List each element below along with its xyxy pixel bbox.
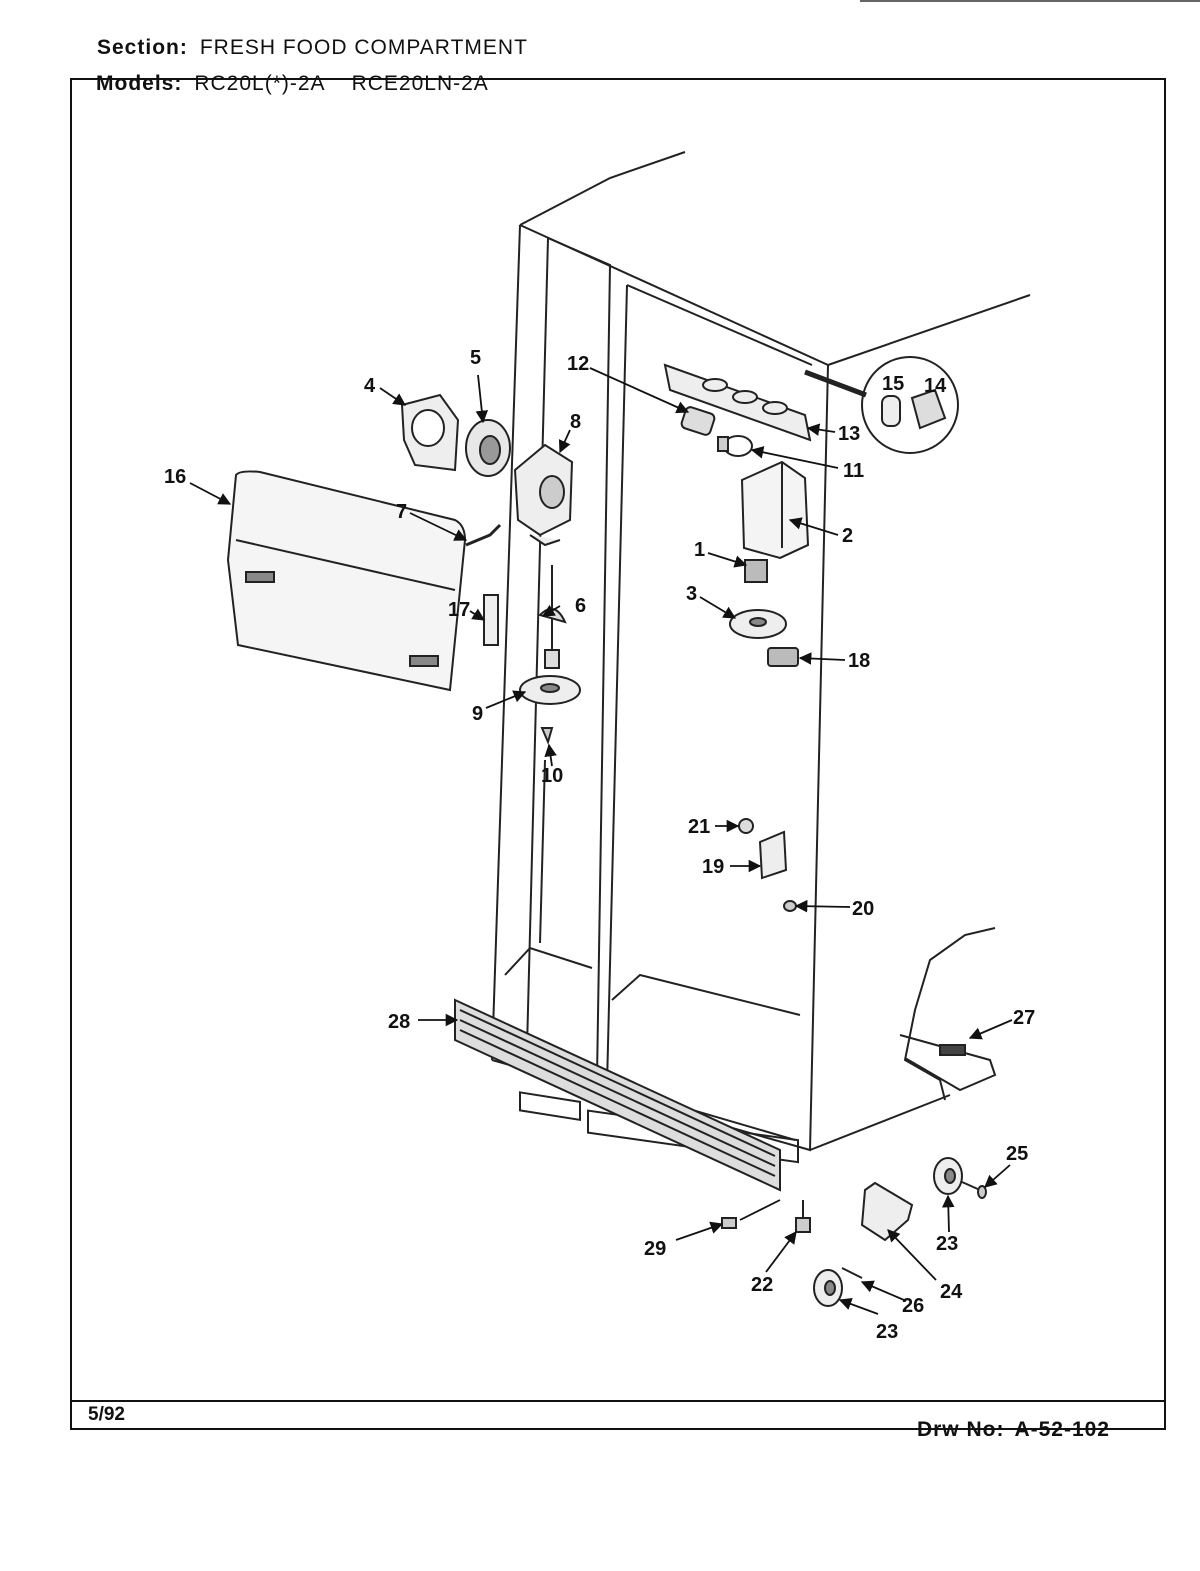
callout-9: 9	[472, 703, 483, 725]
cabinet-top-edge	[519, 151, 686, 226]
models-label: Models:	[96, 72, 183, 95]
cabinet-inner-left-liner	[526, 237, 612, 1079]
drawing-number-label: Drw No:	[916, 1418, 1005, 1441]
callout-4: 4	[364, 375, 376, 397]
callout-19: 19	[702, 856, 724, 878]
callout-1: 1	[694, 539, 705, 561]
part-26-axle	[841, 1267, 863, 1279]
part-19-door-stop	[758, 830, 788, 880]
callout-22: 22	[751, 1274, 773, 1296]
callout-5: 5	[470, 347, 481, 369]
callout-28: 28	[388, 1011, 410, 1033]
part-5-damper-control	[465, 419, 511, 477]
part-23-roller-upper	[933, 1157, 963, 1195]
part-1-switch	[744, 559, 768, 583]
part-27-slot	[939, 1044, 966, 1056]
callout-16: 16	[164, 466, 186, 488]
part-23-roller-lower	[813, 1269, 843, 1307]
part-25-axle	[961, 1181, 987, 1199]
callout-21: 21	[688, 816, 710, 838]
drawing-number: Drw No: A-52-102	[917, 1418, 1110, 1442]
models-heading: Models: RC20L(*)-2A RCE20LN-2A	[96, 72, 489, 96]
part-14-grommet	[910, 388, 947, 430]
callout-3: 3	[686, 583, 697, 605]
cabinet-left-edge	[491, 224, 521, 1061]
callout-18: 18	[848, 650, 870, 672]
part-10-screw	[540, 727, 554, 745]
callout-20: 20	[852, 898, 874, 920]
drawing-number-value: A-52-102	[1014, 1418, 1110, 1441]
drawing-date: 5/92	[88, 1404, 125, 1425]
part-16-control-panel	[226, 470, 467, 692]
model-2: RCE20LN-2A	[351, 72, 489, 95]
callout-6: 6	[575, 595, 586, 617]
callout-10: 10	[541, 765, 563, 787]
callout-26: 26	[902, 1295, 924, 1317]
part-9-knob	[519, 675, 581, 705]
part-18-thermostat	[767, 647, 799, 667]
cabinet-right-edge	[827, 294, 1031, 366]
callout-14: 14	[924, 375, 947, 397]
part-17-bracket	[483, 594, 499, 646]
callout-17: 17	[448, 599, 470, 621]
freezer-bottom-step	[504, 759, 593, 976]
part-21-grommet	[738, 818, 754, 834]
part-15-grommet	[881, 395, 901, 427]
part-22-leveler	[795, 1200, 811, 1233]
part-24-roller-bracket	[860, 1181, 914, 1242]
callout-29: 29	[644, 1238, 666, 1260]
callout-15: 15	[882, 373, 904, 395]
callout-8: 8	[570, 411, 581, 433]
callout-27: 27	[1013, 1007, 1035, 1029]
callout-23-upper: 23	[936, 1233, 958, 1255]
fresh-food-bottom-step	[611, 973, 801, 1016]
part-28-base-grille	[454, 998, 781, 1192]
part-3-control-knob	[729, 609, 787, 639]
part-7-rod	[465, 523, 502, 547]
callout-7: 7	[396, 501, 407, 523]
part-20-screw	[783, 900, 797, 912]
callout-13: 13	[838, 423, 860, 445]
part-2-light-shield	[740, 460, 810, 560]
drawing-frame	[70, 78, 1166, 1430]
bottom-vent-left	[519, 1091, 581, 1122]
callout-23-lower: 23	[876, 1321, 898, 1343]
part-4-damper-housing	[400, 393, 460, 472]
model-1: RC20L(*)-2A	[194, 72, 326, 95]
top-edge-rule	[860, 0, 1200, 2]
callout-25: 25	[1006, 1143, 1028, 1165]
footer-rule	[70, 1400, 1166, 1402]
part-11-bulb	[717, 435, 753, 457]
part-13-light-rail	[663, 363, 812, 442]
part-14-15-detail	[804, 356, 959, 454]
callout-11: 11	[843, 460, 864, 482]
lower-right-breakout	[899, 927, 997, 1101]
callout-2: 2	[842, 525, 853, 547]
callout-12: 12	[567, 353, 589, 375]
section-value: FRESH FOOD COMPARTMENT	[199, 36, 528, 59]
callout-24: 24	[940, 1281, 963, 1303]
cabinet	[491, 151, 1031, 1164]
section-heading: Section: FRESH FOOD COMPARTMENT	[97, 36, 528, 60]
part-29-clip	[721, 1217, 737, 1229]
part-8-air-diffuser	[513, 443, 574, 547]
leader-lines	[189, 367, 1013, 1315]
part-12-socket	[680, 406, 716, 436]
callout-labels: 1 2 3 4 5 6 7 8 9 10 11 12 13 14 15 16 1…	[164, 347, 1035, 1343]
cabinet-bottom-right	[809, 1094, 951, 1151]
section-label: Section:	[97, 36, 188, 59]
